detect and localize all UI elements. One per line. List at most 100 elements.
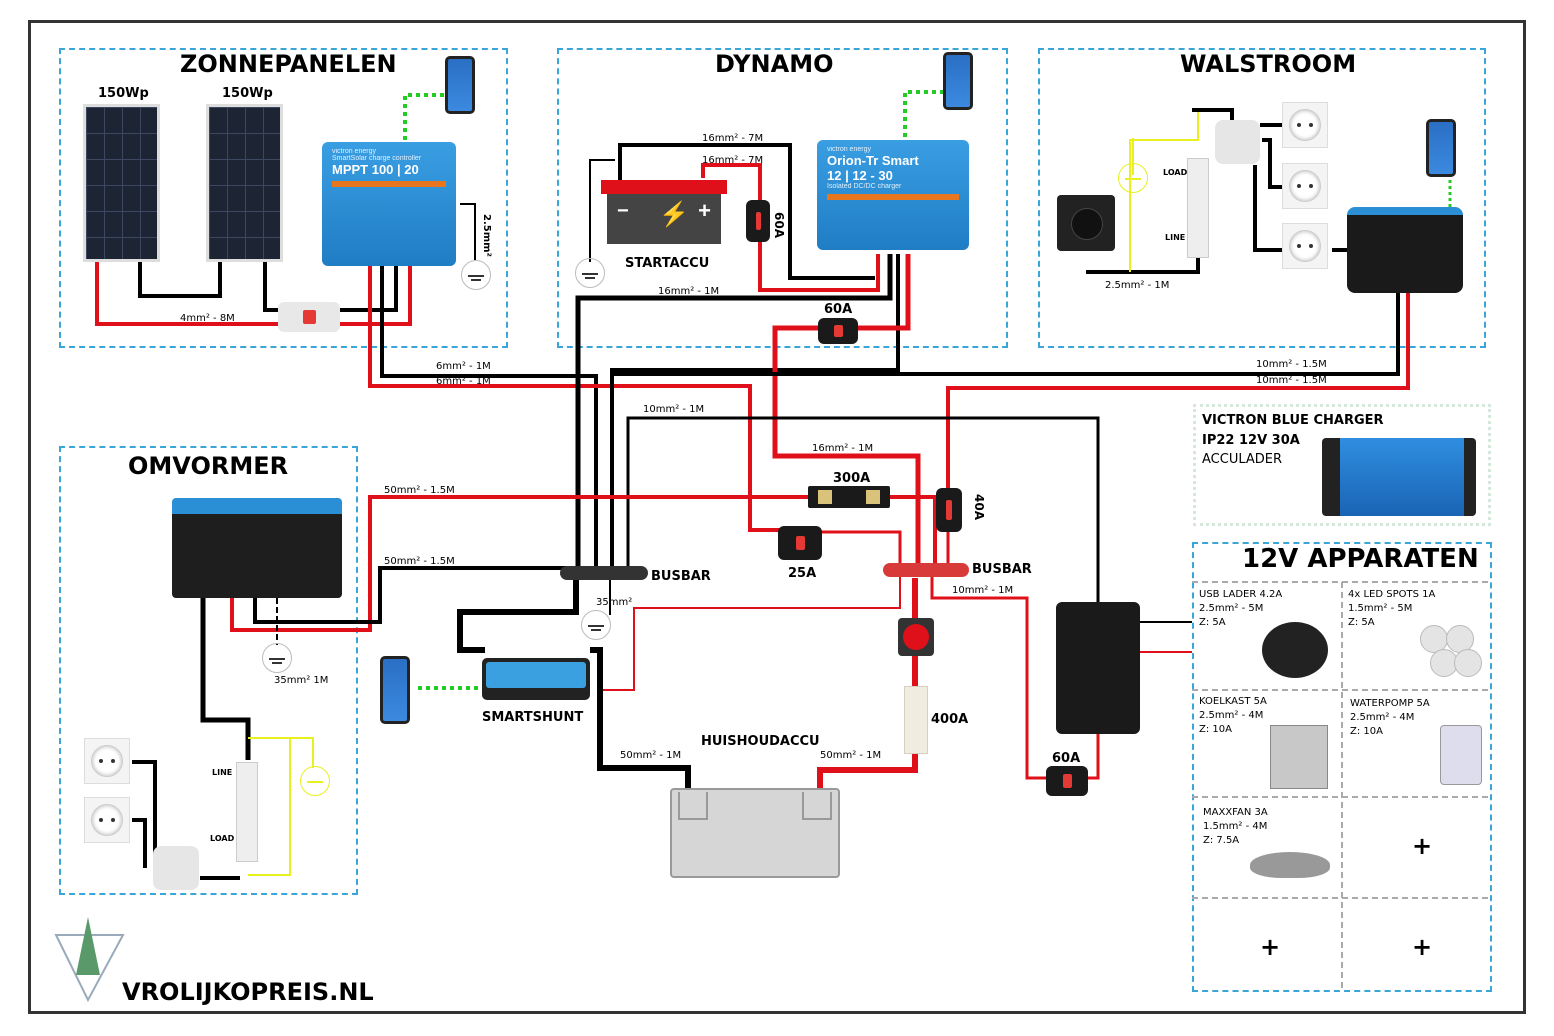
wire-orion-neg2 (610, 254, 900, 566)
blue-smart-charger (1347, 207, 1463, 293)
ground-icon (581, 610, 611, 640)
wire-label-charger-red: 10mm² - 1.5M (1256, 375, 1327, 386)
fuse-25a-label: 25A (788, 566, 817, 581)
fridge-image (1270, 725, 1328, 789)
device-fuse: Z: 7.5A (1203, 835, 1240, 846)
fuse-40a (936, 488, 962, 532)
wire-mppt-bt (403, 93, 444, 140)
section-zonnepanelen (59, 48, 508, 348)
device-name: MAXXFAN 3A (1203, 807, 1268, 818)
device-fuse: Z: 5A (1348, 617, 1375, 628)
ground-icon (262, 643, 292, 673)
omvormer-title: OMVORMER (128, 452, 289, 480)
device-fuse: Z: 5A (1199, 617, 1226, 628)
wire-label-battery-neg: 50mm² - 1M (620, 750, 682, 761)
wire-charger-neg (612, 270, 1400, 376)
fuse-orion-out-label: 60A (824, 302, 853, 317)
wire-label-busbar-ground: 35mm² (596, 597, 633, 608)
shore-power-inlet (1057, 195, 1115, 251)
wire-400-battery (817, 750, 918, 800)
zonnepanelen-title: ZONNEPANELEN (180, 50, 397, 78)
orion-model: Orion-Tr Smart (827, 153, 919, 168)
fuse-400a-label: 400A (931, 712, 969, 727)
wire-label-mppt-red: 6mm² - 1M (436, 376, 491, 387)
smartshunt-label: SMARTSHUNT (482, 710, 584, 725)
shore-socket-3 (1282, 223, 1328, 269)
section-dynamo (557, 48, 1008, 348)
phone-mppt-app (445, 56, 475, 114)
startaccu-battery: − ⚡ + (601, 180, 727, 250)
wire-mppt-ground (460, 203, 476, 260)
phone-shunt-app (380, 656, 410, 724)
wire-rcd-to-junction (1192, 108, 1234, 125)
orion-brand: victron energy (827, 146, 871, 153)
shore-line-label: LINE (1165, 233, 1186, 242)
fuse-box (1056, 602, 1140, 734)
add-device-button[interactable]: + (1260, 933, 1281, 961)
wire-charger-pos (946, 270, 1410, 492)
fuse-300a (808, 486, 890, 508)
wire-solar-to-mppt-black (340, 254, 398, 312)
section-apparaten (1192, 542, 1492, 992)
device-wire: 2.5mm² - 4M (1350, 712, 1415, 723)
wire-fuse300-busbar (890, 495, 937, 570)
mppt-brand: victron energy (332, 148, 376, 155)
walstroom-title: WALSTROOM (1180, 50, 1357, 78)
orion-spec: 12 | 12 - 30 (827, 168, 893, 183)
wire-label-orion-red: 16mm² - 1M (812, 443, 874, 454)
inverter-line-label: LINE (212, 768, 233, 777)
wire-label-charger-black: 10mm² - 1.5M (1256, 359, 1327, 370)
shore-junction-box (1215, 120, 1260, 164)
wire-inverter-black (253, 566, 568, 624)
wire-60a-fusebox (1088, 732, 1100, 780)
device-maxxfan: MAXXFAN 3A 1.5mm² - 4M Z: 7.5A (1203, 806, 1268, 848)
wire-mppt-red-out (368, 254, 780, 532)
busbar-negative-label: BUSBAR (651, 569, 711, 584)
busbar-positive (883, 563, 969, 577)
battery-switch (898, 618, 934, 656)
wire-solar-black (263, 262, 278, 312)
device-usb-lader: USB LADER 4.2A 2.5mm² - 5M Z: 5A (1199, 588, 1282, 630)
wire-label-fusebox-red: 10mm² - 1M (952, 585, 1014, 596)
wire-shore-earth (1129, 112, 1199, 272)
plus-icon: + (698, 198, 711, 223)
wire-label-inverter-black: 50mm² - 1.5M (384, 556, 455, 567)
device-name: USB LADER 4.2A (1199, 589, 1283, 600)
busbar-negative (560, 566, 648, 580)
fuse-60a-fusebox (1046, 766, 1088, 796)
shore-socket-2 (1282, 163, 1328, 209)
wire-orion-fuse-to-busbar (772, 325, 921, 570)
wire-omv-socket2 (132, 818, 147, 868)
wire-inverter-ac (200, 560, 251, 760)
wire-omv-earth2 (248, 738, 291, 876)
wire-solar-to-mppt-red (340, 254, 412, 326)
add-device-button[interactable]: + (1412, 933, 1433, 961)
device-wire: 1.5mm² - 4M (1203, 821, 1268, 832)
wire-orion-pos-out (858, 254, 911, 331)
fuse-300a-label: 300A (833, 471, 871, 486)
apparaten-title: 12V APPARATEN (1242, 544, 1479, 574)
huishoudaccu-label: HUISHOUDACCU (701, 734, 820, 749)
inverter-junction-box (153, 846, 199, 890)
phone-orion-app (943, 52, 973, 110)
add-device-button[interactable]: + (1412, 832, 1433, 860)
wire-startaccu-ground (589, 159, 615, 262)
device-fuse: Z: 10A (1199, 724, 1232, 735)
ground-icon (575, 258, 605, 288)
wire-label-mppt-black: 6mm² - 1M (436, 361, 491, 372)
wire-busbar-shunt-sense (600, 575, 901, 691)
usb-charger-image (1262, 622, 1328, 678)
wire-label-battery-pos: 50mm² - 1M (820, 750, 882, 761)
wire-solar-red (95, 262, 278, 326)
mppt-controller: victron energy SmartSolar charge control… (322, 142, 456, 266)
solar-disconnect (278, 302, 340, 332)
fuse-40a-label: 40A (972, 494, 986, 520)
earth-icon (300, 766, 330, 796)
apparaten-grid (1192, 581, 1492, 992)
busbar-positive-label: BUSBAR (972, 562, 1032, 577)
wire-inverter-red (230, 495, 810, 632)
wire-omv-socket1 (132, 760, 157, 855)
device-waterpomp: WATERPOMP 5A 2.5mm² - 4M Z: 10A (1350, 697, 1430, 739)
fuse-400a (904, 686, 928, 754)
solar-panel-2 (206, 104, 283, 262)
